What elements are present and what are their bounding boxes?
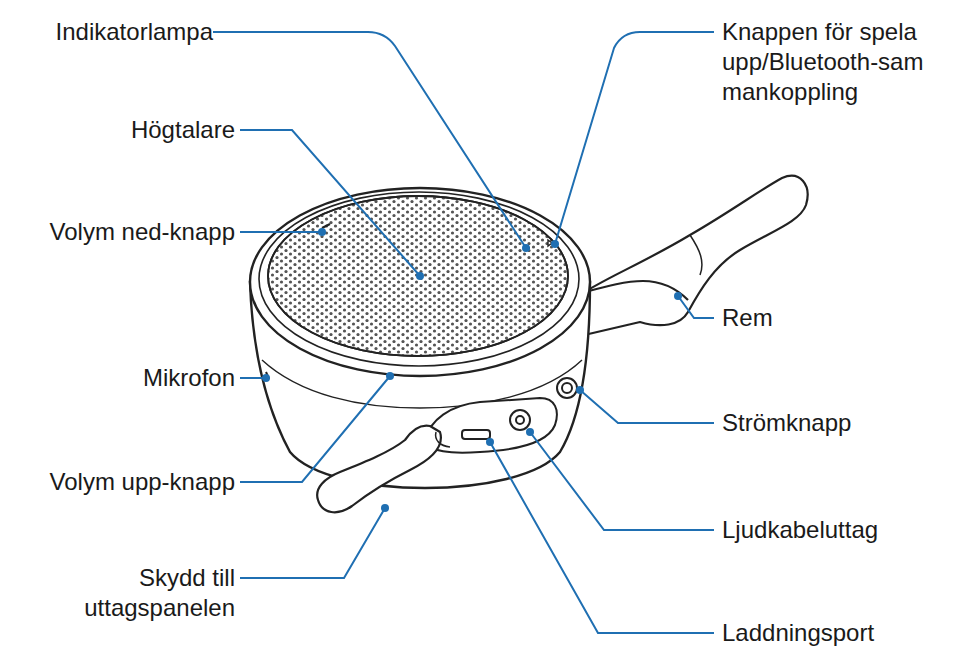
leader-lines-part	[213, 32, 526, 248]
leader-lines-part	[240, 231, 322, 233]
buttons-and-ports-part	[557, 378, 577, 398]
part-label: Skydd till uttagspanelen	[35, 563, 235, 623]
buttons-and-ports-part	[516, 416, 524, 424]
leader-dots	[262, 228, 682, 512]
buttons-and-ports-part	[510, 410, 530, 430]
strap-rem-part	[690, 235, 702, 275]
leader-dots-part	[522, 244, 530, 252]
speaker-grille-part	[268, 196, 568, 356]
leader-dots-part	[486, 438, 494, 446]
leader-dots-part	[262, 374, 270, 382]
part-label: Mikrofon	[15, 363, 235, 393]
leader-lines-part	[240, 508, 385, 578]
part-label: Högtalare	[15, 115, 235, 145]
buttons-and-ports-part	[462, 430, 490, 439]
leader-lines-part	[678, 296, 714, 318]
port-cover-flap-part	[436, 432, 450, 447]
part-label: Indikatorlampa	[0, 17, 213, 47]
buttons-and-ports-part	[425, 398, 557, 453]
part-label: Laddningsport	[722, 618, 952, 648]
leader-lines-part	[580, 390, 714, 423]
leader-dots-part	[551, 240, 559, 248]
part-label: Volym upp-knapp	[5, 467, 235, 497]
speaker-grille	[268, 196, 568, 356]
part-label: Strömknapp	[722, 408, 952, 438]
leader-dots-part	[386, 372, 394, 380]
leader-dots-part	[381, 504, 389, 512]
leader-dots-part	[416, 272, 424, 280]
part-label: Knappen för spela upp/Bluetooth-sam mank…	[722, 17, 960, 107]
leader-dots-part	[318, 228, 326, 236]
leader-lines-part	[530, 432, 714, 530]
buttons-and-ports	[266, 224, 577, 453]
strap-rem-part	[585, 281, 688, 300]
speaker-body-part	[250, 188, 590, 376]
part-label: Rem	[722, 303, 952, 333]
buttons-and-ports-part	[322, 224, 330, 228]
leader-lines	[213, 32, 714, 633]
speaker-body-part	[268, 196, 568, 356]
part-label: Ljudkabeluttag	[722, 515, 952, 545]
part-label: Volym ned-knapp	[5, 217, 235, 247]
buttons-and-ports-part	[562, 383, 572, 393]
leader-lines-part	[555, 32, 714, 244]
leader-lines-part	[240, 130, 420, 276]
port-cover-flap-part	[317, 426, 441, 513]
leader-lines-part	[240, 376, 390, 482]
speaker-grille-part	[268, 196, 568, 356]
leader-dots-part	[576, 386, 584, 394]
leader-dots-part	[526, 428, 534, 436]
leader-dots-part	[674, 292, 682, 300]
speaker-body-part	[259, 192, 579, 366]
leader-lines-part	[490, 442, 714, 633]
